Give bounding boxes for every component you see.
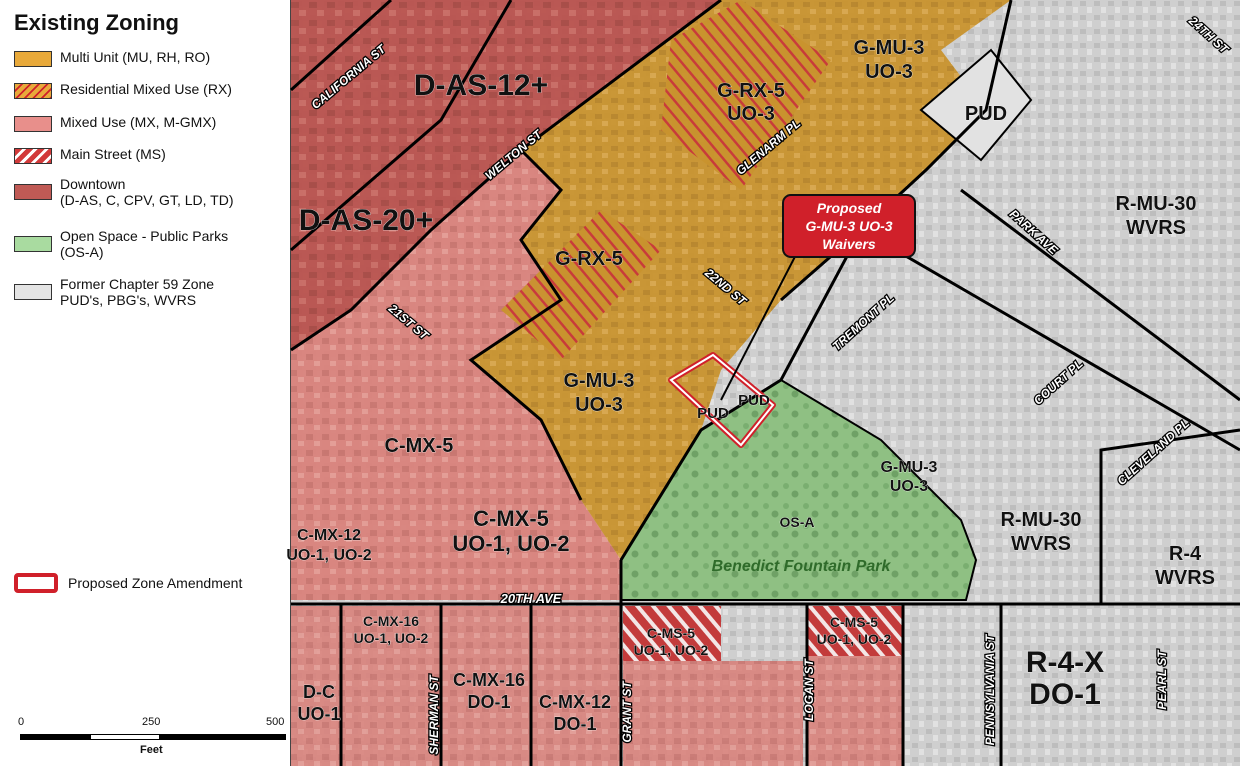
label-r4x-line2: DO-1 — [1029, 678, 1101, 711]
label-rmu30-top-line1: R-MU-30 — [1115, 193, 1196, 215]
label-cmx12-line1: C-MX-12 — [297, 527, 361, 544]
legend-swatch-former-chapter-59 — [14, 284, 52, 300]
scale-tick-250: 250 — [142, 716, 161, 728]
legend-label-main-street: Main Street (MS) — [60, 146, 166, 162]
street-logan-st: LOGAN ST — [802, 657, 816, 721]
legend-label-mixed-use: Mixed Use (MX, M-GMX) — [60, 114, 217, 130]
street-pearl-st: PEARL ST — [1155, 649, 1169, 710]
zone-g-rx-5[interactable] — [501, 210, 661, 360]
label-cms5a-line1: C-MS-5 — [647, 625, 695, 641]
label-dc-line2: UO-1 — [297, 704, 340, 724]
label-pud-a: PUD — [738, 392, 770, 409]
label-cmx16a-line1: C-MX-16 — [363, 613, 419, 629]
label-cmx5b-line1: C-MX-5 — [473, 506, 549, 531]
label-dc-line1: D-C — [303, 682, 335, 702]
callout-box — [782, 194, 916, 258]
zone-pud-top[interactable] — [919, 48, 1033, 162]
scale-unit: Feet — [140, 744, 163, 756]
label-grx5-uo3-line1: G-RX-5 — [717, 80, 785, 102]
label-r4-line1: R-4 — [1169, 543, 1202, 565]
label-pud-b: PUD — [697, 405, 729, 422]
scale-tick-0: 0 — [18, 716, 25, 728]
street-sherman-st: SHERMAN ST — [427, 674, 441, 755]
label-benedict-fountain-park: Benedict Fountain Park — [712, 558, 892, 575]
label-gmu3-top-line1: G-MU-3 — [853, 37, 924, 59]
label-r4-line2: WVRS — [1155, 567, 1215, 589]
label-rmu30-bot-line1: R-MU-30 — [1000, 509, 1081, 531]
label-d-as-12: D-AS-12+ — [414, 69, 548, 102]
label-cmx12b-line2: DO-1 — [553, 714, 596, 734]
zone-c-mx-bottom[interactable] — [291, 606, 621, 766]
legend-label-multi-unit: Multi Unit (MU, RH, RO) — [60, 49, 211, 65]
label-osa: OS-A — [780, 514, 815, 530]
label-cmx5b-line2: UO-1, UO-2 — [452, 531, 569, 556]
label-gmu3-mid-line1: G-MU-3 — [563, 370, 634, 392]
label-pud-top: PUD — [965, 103, 1007, 125]
zone-c-mx-bottom-3[interactable] — [807, 656, 902, 766]
label-gmu3-small-line1: G-MU-3 — [881, 459, 938, 476]
label-gmu3-mid-line2: UO-3 — [575, 394, 623, 416]
callout-line-1: Proposed — [817, 200, 882, 216]
zone-g-rx-5-uo-3[interactable] — [661, 0, 831, 190]
legend-swatch-residential-mixed-use — [14, 83, 52, 99]
legend-swatch-main-street — [14, 148, 52, 164]
scale-bar: 0 250 500 Feet — [14, 716, 290, 761]
scale-tick-500: 500 — [266, 716, 285, 728]
legend-swatch-mixed-use — [14, 116, 52, 132]
label-rmu30-top-line2: WVRS — [1126, 217, 1186, 239]
legend-swatch-multi-unit — [14, 51, 52, 67]
legend-label-downtown: Downtown (D-AS, C, CPV, GT, LD, TD) — [60, 176, 234, 208]
scale-segment-2 — [90, 734, 160, 740]
legend-label-proposed-amendment: Proposed Zone Amendment — [68, 575, 243, 591]
proposed-amendment-inner — [669, 353, 775, 447]
zone-c-mx[interactable] — [291, 150, 621, 600]
label-r4x-line1: R-4-X — [1026, 646, 1104, 679]
zone-c-mx-bottom-2[interactable] — [623, 661, 803, 766]
street-grant-st: GRANT ST — [620, 680, 634, 743]
zone-c-ms-5-b[interactable] — [807, 606, 902, 656]
scale-segment-1 — [20, 734, 90, 740]
label-d-as-20: D-AS-20+ — [299, 204, 433, 237]
zoning-map[interactable]: Proposed G-MU-3 UO-3 Waivers D-AS-12+ D-… — [286, 0, 1240, 766]
label-cmx16b-line1: C-MX-16 — [453, 670, 525, 690]
label-gmu3-small-line2: UO-3 — [890, 478, 928, 495]
label-cmx12-line2: UO-1, UO-2 — [286, 547, 371, 564]
zone-c-ms-5-a[interactable] — [623, 606, 721, 661]
label-grx5: G-RX-5 — [555, 248, 623, 270]
zone-labels: D-AS-12+ D-AS-20+ G-RX-5 UO-3 G-MU-3 UO-… — [286, 37, 1215, 735]
legend-swatch-open-space — [14, 236, 52, 252]
label-cmx16b-line2: DO-1 — [467, 692, 510, 712]
label-gmu3-top-line2: UO-3 — [865, 61, 913, 83]
legend-swatch-proposed-amendment — [14, 573, 58, 593]
zone-g-mu-3[interactable] — [471, 0, 1011, 560]
map-legend: Existing Zoning Multi Unit (MU, RH, RO) … — [0, 0, 290, 766]
legend-label-residential-mixed-use: Residential Mixed Use (RX) — [60, 81, 232, 97]
label-cms5a-line2: UO-1, UO-2 — [634, 642, 709, 658]
callout-line-2: G-MU-3 UO-3 — [805, 218, 892, 234]
legend-swatch-downtown — [14, 184, 52, 200]
map-canvas: Proposed G-MU-3 UO-3 Waivers D-AS-12+ D-… — [286, 0, 1240, 766]
legend-title: Existing Zoning — [14, 10, 179, 35]
label-rmu30-bot-line2: WVRS — [1011, 533, 1071, 555]
callout-line-3: Waivers — [822, 236, 876, 252]
label-cms5b-line2: UO-1, UO-2 — [817, 631, 892, 647]
label-cmx12b-line1: C-MX-12 — [539, 692, 611, 712]
label-cms5b-line1: C-MS-5 — [830, 614, 878, 630]
scale-segment-3 — [160, 734, 286, 740]
label-cmx5: C-MX-5 — [385, 435, 454, 457]
legend-label-former-chapter-59: Former Chapter 59 Zone PUD's, PBG's, WVR… — [60, 276, 215, 308]
label-cmx16a-line2: UO-1, UO-2 — [354, 630, 429, 646]
street-20th-ave: 20TH AVE — [500, 591, 562, 606]
callout-leader — [720, 244, 802, 401]
street-pennsylvania-st: PENNSYLVANIA ST — [983, 633, 997, 745]
label-grx5-uo3-line2: UO-3 — [727, 103, 775, 125]
legend-label-open-space: Open Space - Public Parks (OS-A) — [60, 228, 229, 260]
